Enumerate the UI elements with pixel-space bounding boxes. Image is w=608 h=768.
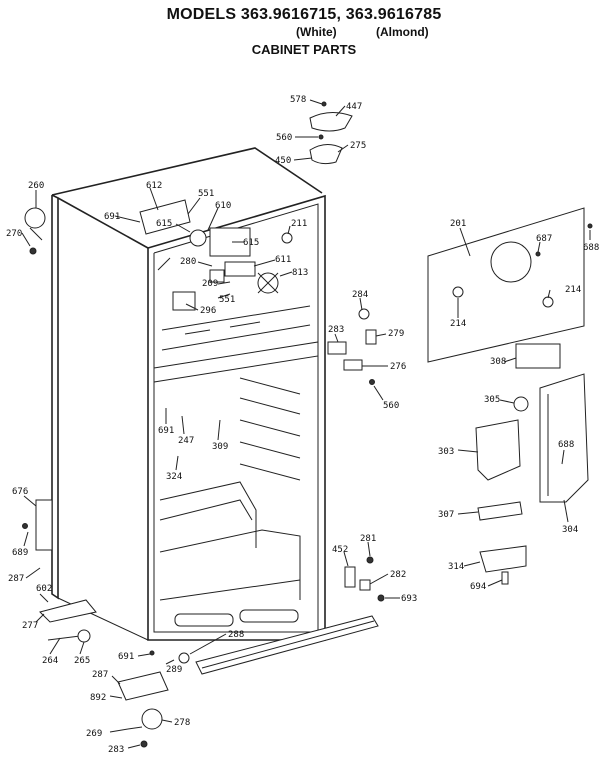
part-label-282: 282 <box>390 570 406 580</box>
part-label-309: 309 <box>212 442 228 452</box>
part-label-270: 270 <box>6 229 22 239</box>
almond-variant-label: (Almond) <box>376 25 429 39</box>
part-label-284: 284 <box>352 290 368 300</box>
part-label-304: 304 <box>562 525 578 535</box>
part-label-687: 687 <box>536 234 552 244</box>
part-label-560: 560 <box>383 401 399 411</box>
part-label-612: 612 <box>146 181 162 191</box>
part-label-610: 610 <box>215 201 231 211</box>
part-label-269: 269 <box>86 729 102 739</box>
part-label-209: 209 <box>202 279 218 289</box>
part-label-283: 283 <box>328 325 344 335</box>
part-label-211: 211 <box>291 219 307 229</box>
part-label-691: 691 <box>118 652 134 662</box>
part-label-314: 314 <box>448 562 464 572</box>
left-hardware <box>22 207 97 643</box>
part-label-303: 303 <box>438 447 454 457</box>
part-label-305: 305 <box>484 395 500 405</box>
part-label-283: 283 <box>108 745 124 755</box>
part-label-278: 278 <box>174 718 190 728</box>
part-label-688: 688 <box>558 440 574 450</box>
part-label-247: 247 <box>178 436 194 446</box>
part-label-264: 264 <box>42 656 58 666</box>
freezer-control-cluster <box>139 199 293 311</box>
part-label-452: 452 <box>332 545 348 555</box>
air-duct-assembly <box>475 343 589 585</box>
part-label-214: 214 <box>565 285 581 295</box>
part-label-275: 275 <box>350 141 366 151</box>
part-label-693: 693 <box>401 594 417 604</box>
lower-front-parts <box>117 556 385 748</box>
part-label-307: 307 <box>438 510 454 520</box>
part-label-296: 296 <box>200 306 216 316</box>
part-label-615: 615 <box>156 219 172 229</box>
part-label-602: 602 <box>36 584 52 594</box>
part-label-288: 288 <box>228 630 244 640</box>
top-vent-parts <box>309 101 353 165</box>
part-label-287: 287 <box>92 670 108 680</box>
part-label-277: 277 <box>22 621 38 631</box>
part-label-279: 279 <box>388 329 404 339</box>
part-label-694: 694 <box>470 582 486 592</box>
section-title: CABINET PARTS <box>251 42 357 57</box>
part-label-450: 450 <box>275 156 291 166</box>
part-label-611: 611 <box>275 255 291 265</box>
part-label-281: 281 <box>360 534 376 544</box>
part-label-813: 813 <box>292 268 308 278</box>
part-label-447: 447 <box>346 102 362 112</box>
part-label-560: 560 <box>276 133 292 143</box>
part-label-287: 287 <box>8 574 24 584</box>
part-label-689: 689 <box>12 548 28 558</box>
part-label-276: 276 <box>390 362 406 372</box>
models-title: MODELS 363.9616715, 363.9616785 <box>166 6 442 23</box>
part-label-578: 578 <box>290 95 306 105</box>
part-label-201: 201 <box>450 219 466 229</box>
part-label-891: 691 <box>158 426 174 436</box>
part-label-308: 308 <box>490 357 506 367</box>
white-variant-label: (White) <box>296 25 337 39</box>
part-label-551: 551 <box>198 189 214 199</box>
part-label-260: 260 <box>28 181 44 191</box>
part-label-324: 324 <box>166 472 182 482</box>
part-label-289: 289 <box>166 665 182 675</box>
part-label-551: 551 <box>219 295 235 305</box>
part-label-615: 615 <box>243 238 259 248</box>
leader-lines <box>21 99 591 749</box>
part-number-labels: 578 447 560 275 450 260 270 612 551 691 … <box>6 95 599 755</box>
part-label-688: 688 <box>583 243 599 253</box>
part-label-265: 265 <box>74 656 90 666</box>
part-label-280: 280 <box>180 257 196 267</box>
part-label-892: 892 <box>90 693 106 703</box>
part-label-691: 691 <box>104 212 120 222</box>
right-hardware <box>327 308 377 385</box>
part-label-214: 214 <box>450 319 466 329</box>
part-label-676: 676 <box>12 487 28 497</box>
